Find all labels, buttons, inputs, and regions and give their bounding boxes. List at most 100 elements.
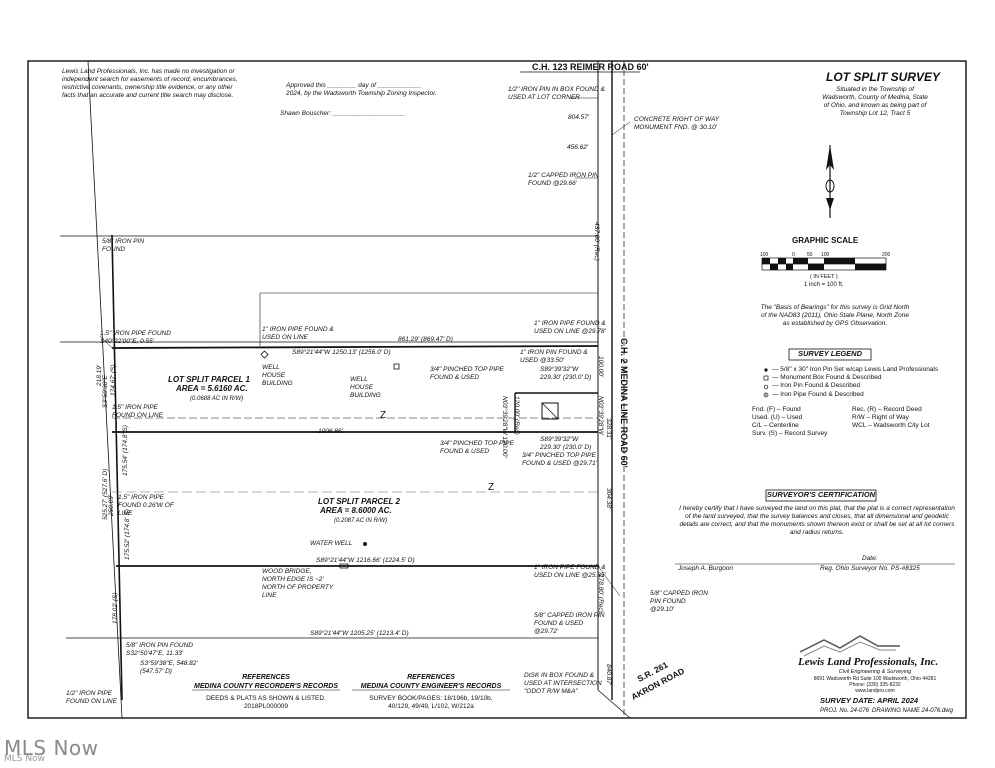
v-right-2: 120.00' (Rec) <box>513 396 520 435</box>
certification-date-label: Date: <box>862 555 878 562</box>
bearing-mid: S89°21'44"W 1216.66' (1224.5' D) <box>316 557 415 564</box>
parcel-1-area: AREA = 5.6160 AC. <box>176 384 248 393</box>
legend-title: SURVEY LEGEND <box>797 349 863 358</box>
dim-456: 456.62' <box>567 144 589 151</box>
well-house-2: WELL HOUSE BUILDING <box>350 376 381 399</box>
north-arrow-icon <box>825 145 835 218</box>
mls-watermark: MLS Now <box>4 736 99 760</box>
legend-symbol-1: — 5/8" x 30" Iron Pin Set w/cap Lewis La… <box>772 366 939 373</box>
well-house-1: WELL HOUSE BUILDING <box>262 364 293 387</box>
project-number: PROJ. No. 24-076 <box>820 708 870 714</box>
v-right-7: 178.80' (Rec) <box>597 574 604 613</box>
west-tie-line <box>87 60 123 719</box>
legend-iron-pin-set-icon <box>764 368 768 372</box>
company-phone: Phone: (330) 335-8232 <box>849 682 901 688</box>
v-right-6: 304.38' <box>605 488 612 510</box>
svg-text:Z: Z <box>488 482 494 493</box>
company-name: Lewis Land Professionals, Inc. <box>798 656 939 668</box>
note-capped-2910: 5/8" CAPPED IRON PIN FOUND @29.10' <box>650 590 708 613</box>
references-right-subtitle: MEDINA COUNTY ENGINEER'S RECORDS <box>360 683 502 690</box>
parcel-2-area: AREA = 8.6000 AC. <box>320 506 392 515</box>
title-line-1: Situated in the Township of <box>836 86 914 93</box>
approval-line-2: 2024, by the Wadsworth Township Zoning I… <box>286 90 437 97</box>
title-line-4: Township Lot 12, Tract 5 <box>839 110 911 117</box>
note-pipe-2978: 1" IRON PIPE FOUND & USED ON LINE @29.78… <box>534 320 606 335</box>
note-pipe-026: 1.5" IRON PIPE FOUND 0.26'W OF LINE <box>118 494 174 517</box>
legend-abbr-right-1: Rec. (R) – Record Deed <box>852 406 922 413</box>
note-pin-box: 1/2" IRON PIN IN BOX FOUND & USED AT LOT… <box>508 86 605 101</box>
legend-monument-box-icon <box>763 375 769 381</box>
dim-229b: 229.30' (230.0' D) <box>540 444 592 451</box>
scale-tick-2: 50 <box>807 252 813 258</box>
note-iron-pin-58: 5/8" IRON PIN FOUND <box>102 238 145 253</box>
v-right-5: 328.31' <box>605 418 612 440</box>
parcel-1-title: LOT SPLIT PARCEL 1 <box>168 375 250 384</box>
sheet-border <box>27 60 967 719</box>
note-pin-bot-left: 5/8" IRON PIN FOUND S32°50'47"E, 11.33' <box>126 642 193 657</box>
note-pipe-left: 1.5" IRON PIPE FOUND S40°22'00"E, 0.55' <box>100 330 171 345</box>
scale-bar <box>761 257 887 271</box>
bearing-top: S89°21'44"W 1250.13' (1256.0' D) <box>292 349 391 356</box>
note-pipe-line-left: 1.5" IRON PIPE FOUND ON LINE <box>112 404 163 419</box>
references-right-body-1: SURVEY BOOK/PAGES: 18/196b, 19/10b, <box>369 695 493 702</box>
mls-watermark-sub: MLS Now <box>4 754 45 764</box>
scale-tick-3: 100 <box>821 252 830 258</box>
bearings-note-1: The "Basis of Bearings" for this survey … <box>760 304 910 311</box>
water-well: WATER WELL <box>310 540 353 547</box>
v-right-4: N03°39'28"W <box>597 396 604 435</box>
parcel-2-title: LOT SPLIT PARCEL 2 <box>318 497 400 506</box>
survey-title: LOT SPLIT SURVEY <box>826 70 941 84</box>
certification-title: SURVEYOR'S CERTIFICATION <box>766 490 876 499</box>
bearings-note-2: of the NAD83 (2011), Ohio State Plane, N… <box>760 312 910 319</box>
disclaimer: Lewis Land Professionals, Inc. has made … <box>62 68 238 99</box>
legend-abbr-left-1: Fnd. (F) – Found <box>752 406 801 413</box>
scale-tick-1: 0 <box>792 252 795 258</box>
company-tagline: Civil Engineering & Surveying <box>838 669 912 675</box>
parcel-2-rw: (0.2087 AC IN R/W) <box>334 518 388 524</box>
svg-text:Z: Z <box>380 410 386 421</box>
v-right-8: 840.87' <box>605 664 612 686</box>
dim-1006: 1006.86' <box>318 428 343 435</box>
parcel-1-rw: (0.0688 AC IN R/W) <box>190 396 244 402</box>
v-left-3: 174.67' (S) <box>110 364 117 396</box>
legend-abbr-left-3: C/L – Centerline <box>752 422 799 429</box>
dim-861: 861.29' (869.47' D) <box>398 336 453 343</box>
references-left-subtitle: MEDINA COUNTY RECORDER'S RECORDS <box>193 683 338 690</box>
references-right-body-2: 40/129, 49/49, L/102, W/212a <box>388 703 474 710</box>
v-left-5: 175.52' (174.8' S) <box>124 509 131 560</box>
v-left-7: 250.09' <box>108 494 115 516</box>
company-web: www.landpro.com <box>855 688 895 694</box>
bearing-bot: S89°21'44"W 1205.25' (1213.4' D) <box>310 630 409 637</box>
drawing-name: DRAWING NAME 24-076.dwg <box>872 708 953 714</box>
note-disk: DISK IN BOX FOUND & USED AT INTERSECTION… <box>524 672 602 695</box>
title-line-2: Wadsworth, County of Medina, State <box>822 94 928 101</box>
note-pinched-3: 3/4" PINCHED TOP PIPE FOUND & USED @29.7… <box>522 452 598 467</box>
bearing-229b: S89°39'32"W <box>540 436 579 443</box>
references-left-body-2: 2018PL000009 <box>243 703 289 710</box>
note-concrete-monument: CONCRETE RIGHT OF WAY MONUMENT FND. @ 30… <box>634 116 720 131</box>
title-line-3: of Ohio, and known as being part of <box>823 102 927 109</box>
note-pinched-2: 3/4" PINCHED TOP PIPE FOUND & USED <box>440 440 514 455</box>
legend-symbol-4: — Iron Pipe Found & Described <box>772 391 864 398</box>
road-east-label: C.H. 2 MEDINA LINE ROAD 60' <box>619 338 629 468</box>
legend-symbol-3: — Iron Pin Found & Described <box>772 382 861 389</box>
scale-tick-4: 200 <box>882 252 891 258</box>
references-right-title: REFERENCES <box>407 674 455 681</box>
note-wood-bridge: WOOD BRIDGE, NORTH EDGE IS ~2' NORTH OF … <box>262 568 334 599</box>
road-north-label: C.H. 123 REIMER ROAD 60' <box>532 62 649 72</box>
v-right-3: 100.00' <box>597 356 604 378</box>
company-logo-icon <box>799 635 900 657</box>
note-pin-3350: 1" IRON PIN FOUND & USED @33.50' <box>520 349 588 364</box>
scale-unit: ( IN FEET ) <box>810 274 838 280</box>
legend-abbr-left-4: Surv. (S) – Record Survey <box>752 430 828 437</box>
dim-229a: 229.30' (230.0' D) <box>540 374 592 381</box>
note-tie-bot: S3°59'38"E, 548.82' (547.57' D) <box>140 660 198 675</box>
note-pipe-found-line: 1" IRON PIPE FOUND & USED ON LINE <box>262 326 334 341</box>
legend-abbr-left-2: Used. (U) – Used <box>752 414 803 421</box>
certification-text: I hereby certify that I have surveyed th… <box>679 505 955 536</box>
v-left-6: 178.02' (S) <box>112 592 119 624</box>
legend-iron-pipe-found-icon <box>763 392 769 398</box>
scale-ratio: 1 inch = 100 ft. <box>804 282 844 288</box>
references-left-body-1: DEEDS & PLATS AS SHOWN & LISTED. <box>206 695 326 702</box>
